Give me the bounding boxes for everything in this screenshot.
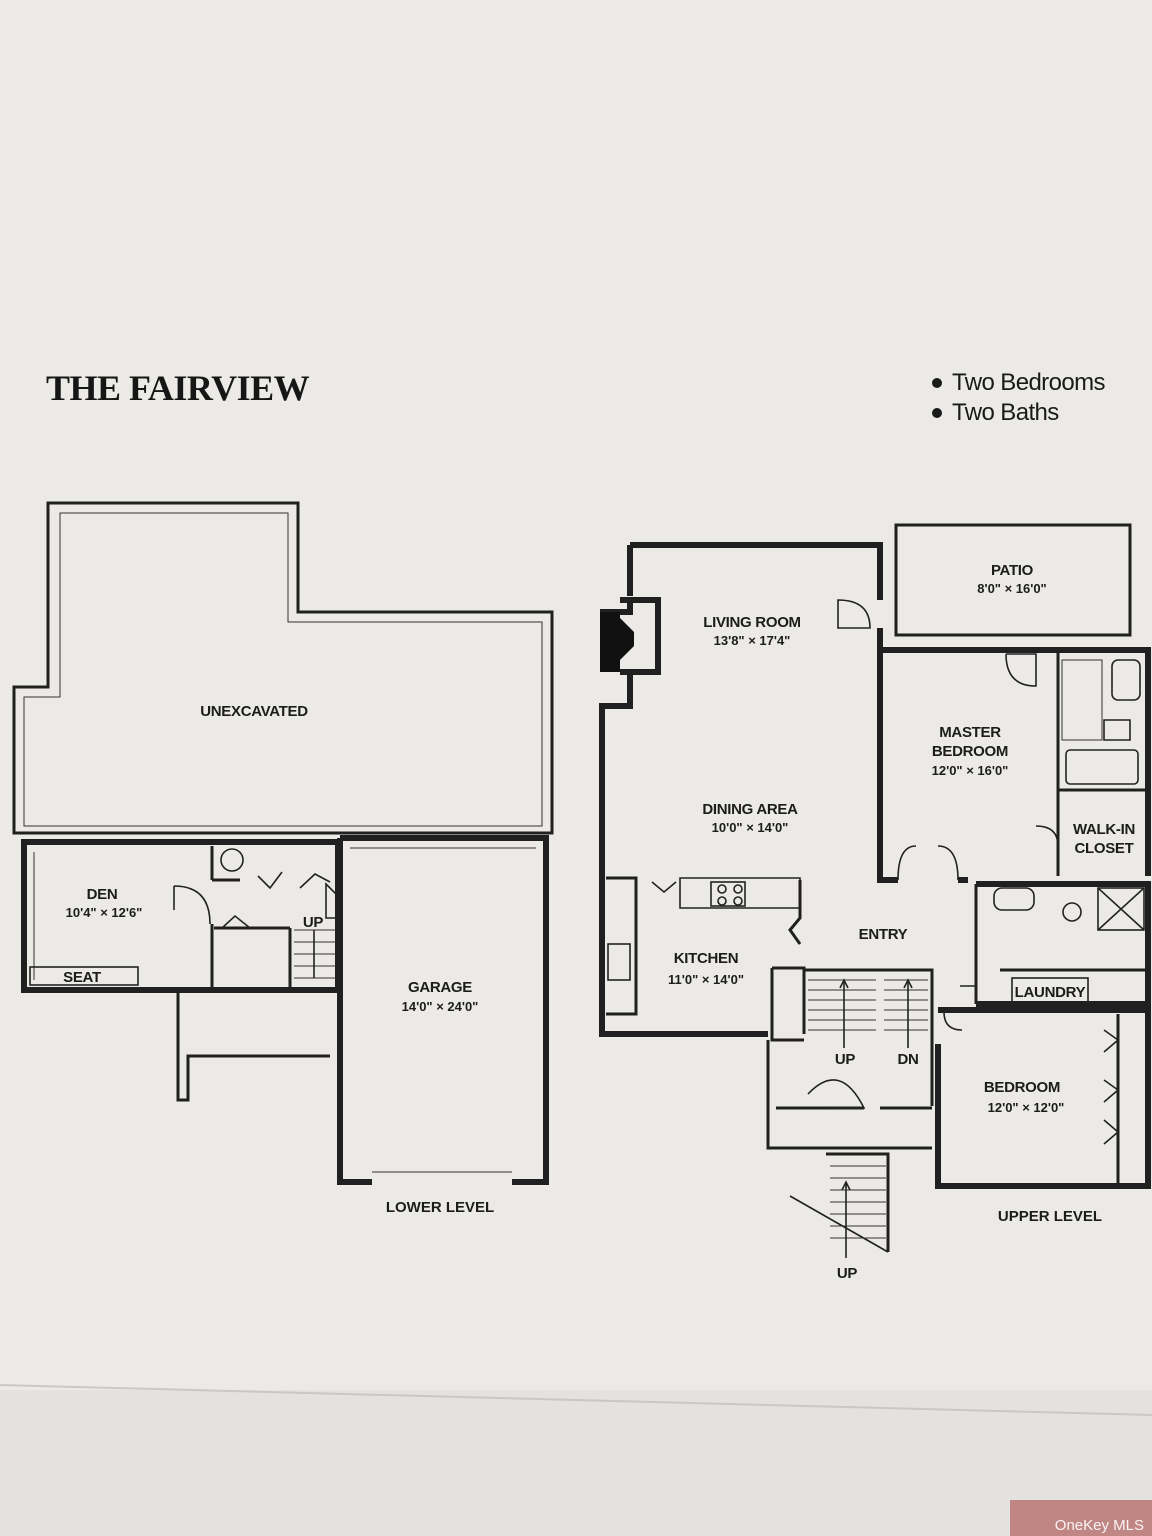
room-garage-dims: 14'0" × 24'0" <box>402 999 479 1014</box>
lower-level-plan <box>12 501 554 1185</box>
plan-title: THE FAIRVIEW <box>46 368 310 408</box>
room-laundry: LAUNDRY <box>1015 984 1086 1001</box>
exterior-stair-up-label: UP <box>837 1265 858 1282</box>
room-bedroom-dims: 12'0" × 12'0" <box>988 1100 1065 1115</box>
room-walkin-line1: WALK-IN <box>1073 821 1135 838</box>
room-entry: ENTRY <box>859 926 908 943</box>
room-master-line1: MASTER <box>939 724 1001 741</box>
room-dining-dims: 10'0" × 14'0" <box>712 820 789 835</box>
watermark: OneKey MLS <box>1055 1517 1144 1534</box>
feature-list: Two Bedrooms Two Baths <box>932 369 1106 426</box>
room-unexcavated: UNEXCAVATED <box>200 703 308 720</box>
den-seat-label: SEAT <box>63 969 101 986</box>
room-living: LIVING ROOM <box>703 614 801 631</box>
room-kitchen: KITCHEN <box>674 950 739 967</box>
lower-level-labels: UNEXCAVATED DEN 10'4" × 12'6" SEAT UP GA… <box>63 703 494 1216</box>
upper-level-plan <box>599 523 1151 1258</box>
room-living-dims: 13'8" × 17'4" <box>714 633 791 648</box>
lower-stair-up-label: UP <box>303 914 324 931</box>
room-den-dims: 10'4" × 12'6" <box>66 905 143 920</box>
room-patio-dims: 8'0" × 16'0" <box>977 581 1046 596</box>
feature-bedrooms: Two Bedrooms <box>952 369 1105 396</box>
lower-level-label: LOWER LEVEL <box>386 1199 494 1216</box>
room-den: DEN <box>87 886 118 903</box>
room-kitchen-dims: 11'0" × 14'0" <box>668 972 744 987</box>
room-master-dims: 12'0" × 16'0" <box>932 763 1009 778</box>
room-garage: GARAGE <box>408 979 472 996</box>
room-patio: PATIO <box>991 562 1034 579</box>
bullet-icon <box>932 408 942 418</box>
bullet-icon <box>932 378 942 388</box>
room-bedroom: BEDROOM <box>984 1079 1060 1096</box>
upper-stair-dn-label: DN <box>897 1051 918 1068</box>
feature-baths: Two Baths <box>952 399 1059 426</box>
frame-corner <box>1010 1500 1152 1536</box>
upper-level-labels: PATIO 8'0" × 16'0" LIVING ROOM 13'8" × 1… <box>668 562 1135 1282</box>
upper-level-label: UPPER LEVEL <box>998 1208 1102 1225</box>
room-master-line2: BEDROOM <box>932 743 1008 760</box>
room-walkin-line2: CLOSET <box>1074 840 1133 857</box>
room-dining: DINING AREA <box>702 801 798 818</box>
upper-stair-up-label: UP <box>835 1051 856 1068</box>
